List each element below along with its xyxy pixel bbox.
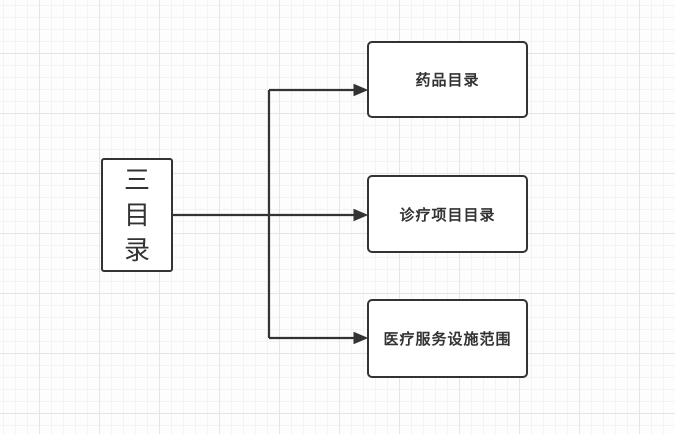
node-treatment-item-catalog: 诊疗项目目录 bbox=[367, 175, 528, 253]
node-medical-service-facility-scope-label: 医疗服务设施范围 bbox=[383, 331, 512, 348]
arrowhead-drug-icon bbox=[353, 83, 369, 97]
node-drug-catalog-label: 药品目录 bbox=[415, 72, 480, 89]
arrowhead-facility-icon bbox=[353, 331, 369, 345]
node-three-catalogs-char-3: 录 bbox=[123, 234, 150, 265]
node-treatment-item-catalog-label: 诊疗项目目录 bbox=[399, 206, 496, 224]
node-three-catalogs-char-1: 三 bbox=[123, 164, 150, 195]
node-medical-service-facility-scope: 医疗服务设施范围 bbox=[367, 299, 528, 378]
node-drug-catalog: 药品目录 bbox=[367, 41, 528, 118]
node-three-catalogs: 三 目 录 bbox=[101, 158, 173, 272]
node-three-catalogs-char-2: 目 bbox=[123, 199, 150, 230]
arrowhead-treatment-icon bbox=[353, 208, 369, 222]
